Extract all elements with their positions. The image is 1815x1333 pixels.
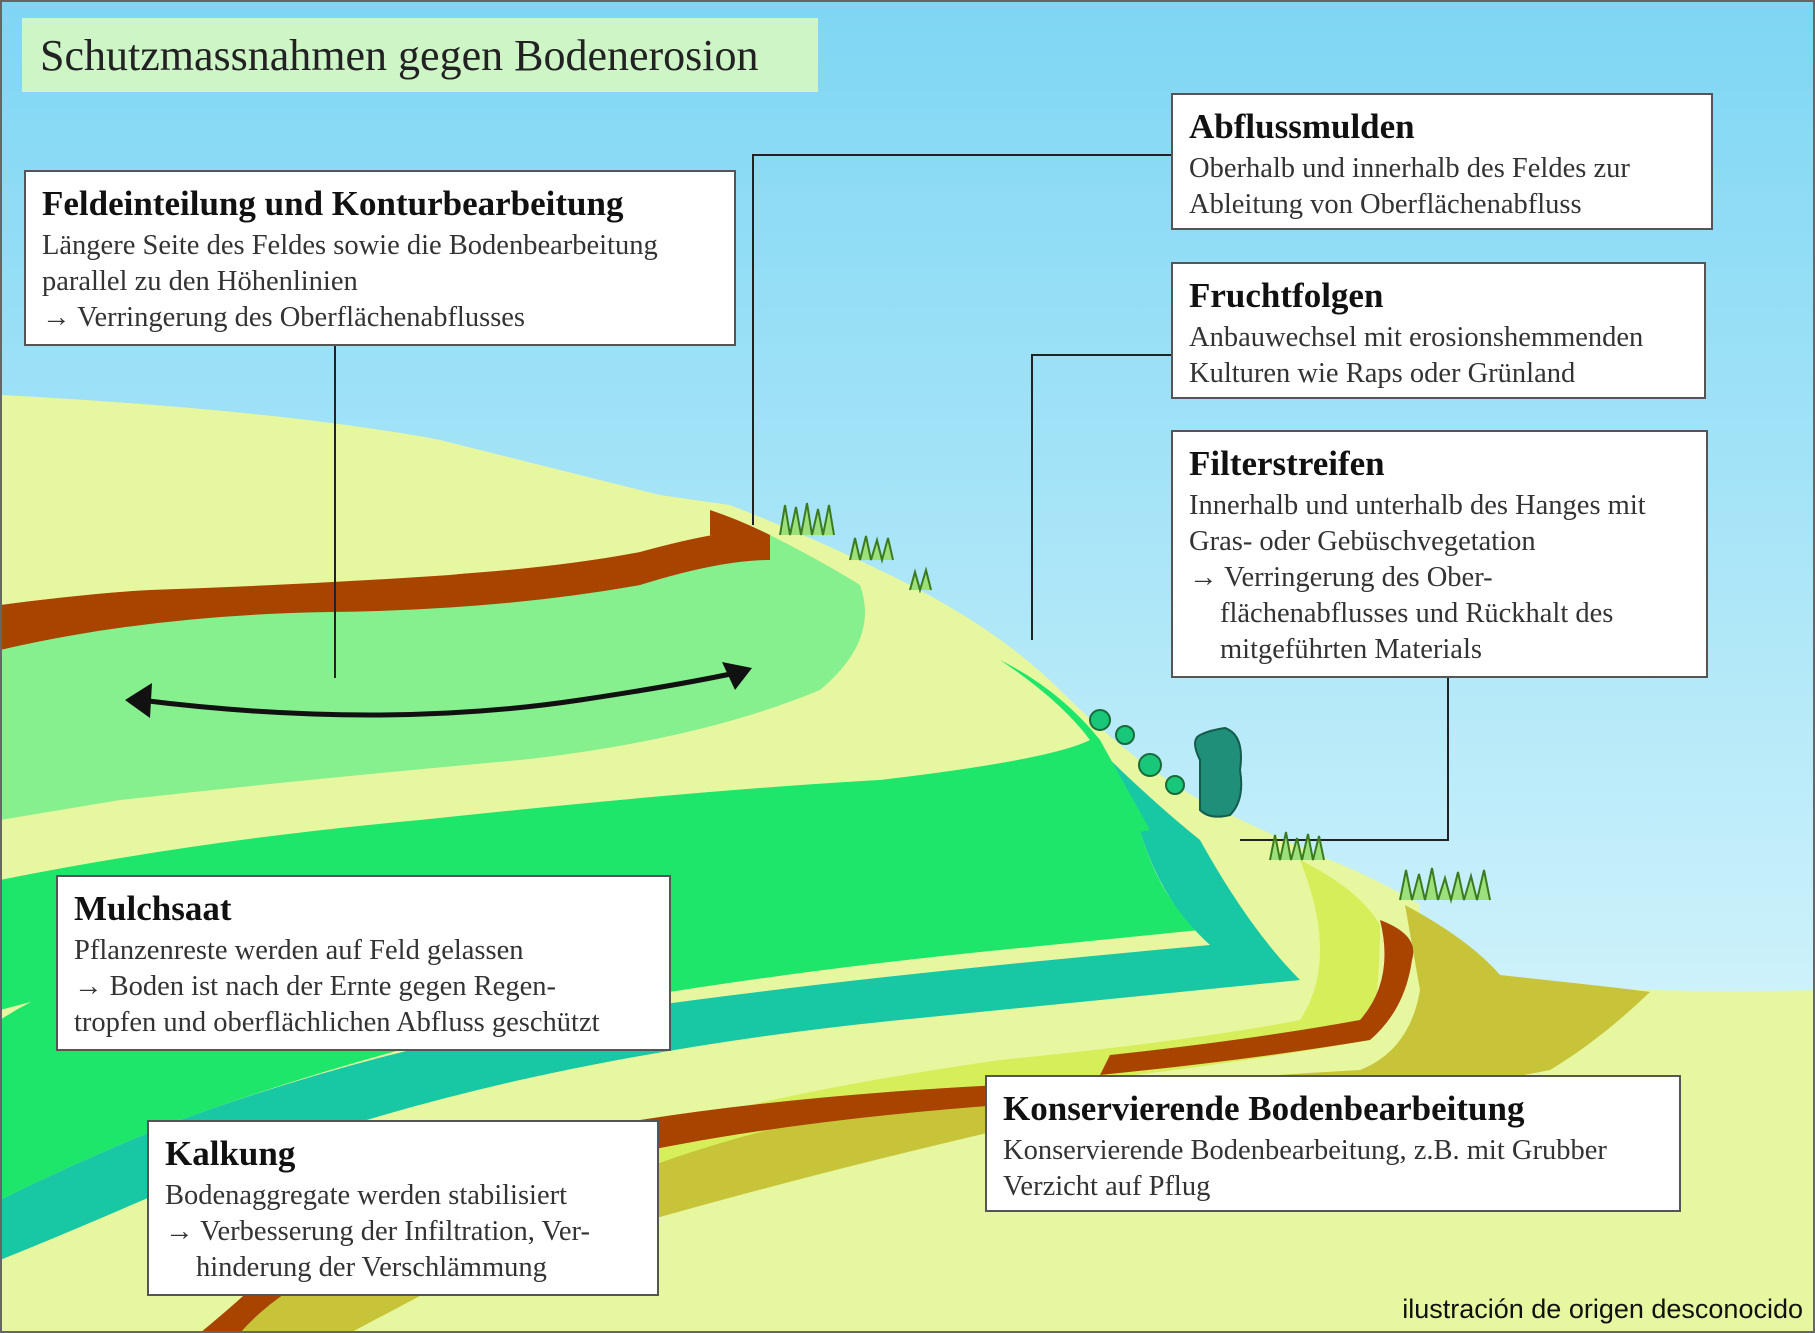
box-kalkung-heading: Kalkung: [165, 1134, 643, 1174]
box-mulchsaat: Mulchsaat Pflanzenreste werden auf Feld …: [56, 875, 671, 1051]
box-konservierende-line-2: Verzicht auf Pflug: [1003, 1169, 1665, 1205]
box-kalkung: Kalkung Bodenaggregate werden stabilisie…: [147, 1120, 659, 1296]
box-abflussmulden-line-1: Oberhalb und innerhalb des Feldes zur: [1189, 151, 1697, 187]
box-mulchsaat-line-3: tropfen und oberflächlichen Abfluss gesc…: [74, 1005, 655, 1041]
box-feldeinteilung-heading: Feldeinteilung und Konturbearbeitung: [42, 184, 720, 224]
box-filterstreifen-line-2: Gras- oder Gebüschvegetation: [1189, 524, 1692, 560]
box-feldeinteilung-line-1: Längere Seite des Feldes sowie die Boden…: [42, 228, 720, 264]
box-konservierende: Konservierende Bodenbearbeitung Konservi…: [985, 1075, 1681, 1212]
box-mulchsaat-line-1: Pflanzenreste werden auf Feld gelassen: [74, 933, 655, 969]
box-feldeinteilung: Feldeinteilung und Konturbearbeitung Län…: [24, 170, 736, 346]
box-mulchsaat-line-2: → Boden ist nach der Ernte gegen Regen-: [74, 969, 655, 1005]
box-kalkung-line-1: Bodenaggregate werden stabilisiert: [165, 1178, 643, 1214]
image-credit: ilustración de origen desconocido: [1402, 1294, 1803, 1325]
diagram-title: Schutzmassnahmen gegen Bodenerosion: [22, 18, 818, 92]
box-filterstreifen-line-4: flächenabflusses und Rückhalt des: [1189, 596, 1692, 632]
box-abflussmulden-line-2: Ableitung von Oberflächenabfluss: [1189, 187, 1697, 223]
box-feldeinteilung-line-3: → Verringerung des Oberflächenabflusses: [42, 300, 720, 336]
box-fruchtfolgen-heading: Fruchtfolgen: [1189, 276, 1690, 316]
box-filterstreifen: Filterstreifen Innerhalb und unterhalb d…: [1171, 430, 1708, 678]
box-filterstreifen-line-5: mitgeführten Materials: [1189, 632, 1692, 668]
box-konservierende-line-1: Konservierende Bodenbearbeitung, z.B. mi…: [1003, 1133, 1665, 1169]
box-feldeinteilung-line-2: parallel zu den Höhenlinien: [42, 264, 720, 300]
box-mulchsaat-heading: Mulchsaat: [74, 889, 655, 929]
box-abflussmulden: Abflussmulden Oberhalb und innerhalb des…: [1171, 93, 1713, 230]
shrub: [1195, 728, 1241, 817]
box-filterstreifen-heading: Filterstreifen: [1189, 444, 1692, 484]
box-filterstreifen-line-1: Innerhalb und unterhalb des Hanges mit: [1189, 488, 1692, 524]
box-filterstreifen-line-3: → Verringerung des Ober-: [1189, 560, 1692, 596]
box-kalkung-line-3: hinderung der Verschlämmung: [165, 1250, 643, 1286]
box-abflussmulden-heading: Abflussmulden: [1189, 107, 1697, 147]
box-fruchtfolgen-line-2: Kulturen wie Raps oder Grünland: [1189, 356, 1690, 392]
box-fruchtfolgen-line-1: Anbauwechsel mit erosionshemmenden: [1189, 320, 1690, 356]
box-kalkung-line-2: → Verbesserung der Infiltration, Ver-: [165, 1214, 643, 1250]
box-konservierende-heading: Konservierende Bodenbearbeitung: [1003, 1089, 1665, 1129]
box-fruchtfolgen: Fruchtfolgen Anbauwechsel mit erosionshe…: [1171, 262, 1706, 399]
